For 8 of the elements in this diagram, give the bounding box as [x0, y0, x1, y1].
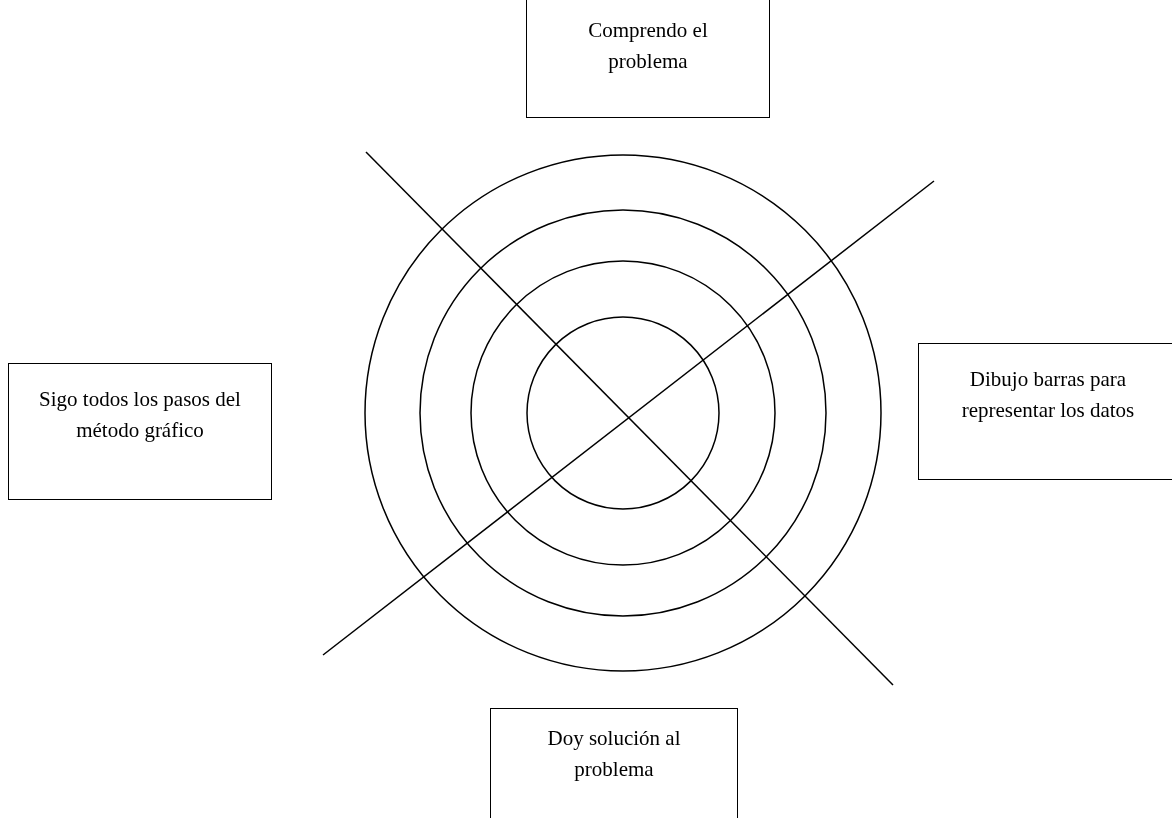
text-box: [918, 343, 1172, 480]
text-box: [490, 708, 738, 818]
text-box: [8, 363, 272, 500]
step-text: Comprendo el problema: [587, 17, 709, 75]
step-text: Doy solución al problema: [546, 725, 682, 783]
step-text: Sigo todos los pasos del método gráfico: [38, 386, 242, 444]
text-box: [526, 0, 770, 118]
step-text: Dibujo barras para representar los datos: [960, 366, 1136, 424]
